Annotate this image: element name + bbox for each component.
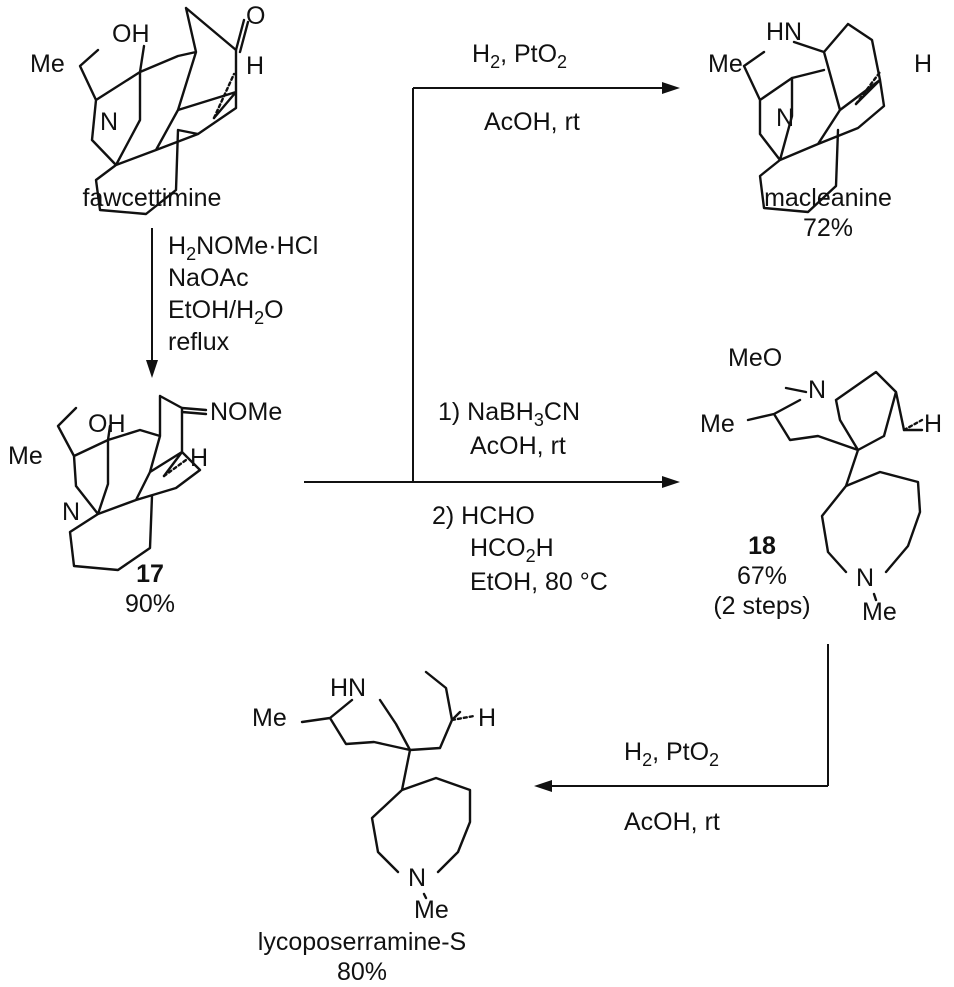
lycoposerramine-yield: 80% — [337, 958, 387, 986]
c17-oh-label: OH — [88, 410, 126, 438]
fawcettimine-h-label: H — [246, 52, 264, 80]
compound-18-structure: MeO N Me H N Me — [700, 344, 942, 626]
hydrogenation-top-reagents: H2, PtO2 AcOH, rt — [472, 40, 580, 136]
compound-18-yield: 67% — [737, 562, 787, 590]
fawcettimine-oh-label: OH — [112, 20, 150, 48]
compound-17-structure: OH Me NOMe H N — [8, 394, 282, 572]
svg-text:H2NOMe·HCl: H2NOMe·HCl — [168, 232, 318, 264]
c18-meo-label: MeO — [728, 344, 782, 372]
svg-text:AcOH, rt: AcOH, rt — [470, 432, 566, 460]
fawcettimine-structure: OH Me O H N — [30, 2, 265, 216]
compound-18-steps: (2 steps) — [713, 592, 810, 620]
macleanine-structure: HN Me H N — [708, 18, 932, 214]
svg-text:2) HCHO: 2) HCHO — [432, 502, 535, 530]
oxime-reagents: H2NOMe·HCl NaOAc EtOH/H2O reflux — [168, 232, 318, 356]
lycoposerramine-name: lycoposerramine-S — [258, 928, 466, 956]
lycoposerramine-hn-label: HN — [330, 674, 366, 702]
lycoposerramine-me-label: Me — [252, 704, 287, 732]
compound-18-number: 18 — [748, 532, 776, 560]
svg-text:EtOH/H2O: EtOH/H2O — [168, 296, 284, 328]
fawcettimine-o-label: O — [246, 2, 265, 30]
compound-17-number: 17 — [136, 560, 164, 588]
c17-me-label: Me — [8, 442, 43, 470]
arrow-to-17 — [146, 228, 158, 378]
svg-text:AcOH, rt: AcOH, rt — [624, 808, 720, 836]
reduction-reagents: 1) NaBH3CN AcOH, rt 2) HCHO HCO2H EtOH, … — [432, 398, 608, 596]
svg-text:HCO2H: HCO2H — [470, 534, 554, 566]
lycoposerramine-h-label: H — [478, 704, 496, 732]
svg-text:AcOH, rt: AcOH, rt — [484, 108, 580, 136]
macleanine-h-label: H — [914, 50, 932, 78]
c18-n2-label: N — [856, 564, 874, 592]
lycoposerramine-n-label: N — [408, 864, 426, 892]
arrow-to-lycoposerramine — [534, 644, 829, 792]
lycoposerramine-structure: HN Me H N Me — [252, 670, 496, 924]
c17-h-label: H — [190, 444, 208, 472]
macleanine-hn-label: HN — [766, 18, 802, 46]
fawcettimine-me-label: Me — [30, 50, 65, 78]
svg-text:EtOH, 80 °C: EtOH, 80 °C — [470, 568, 608, 596]
c18-h-label: H — [924, 410, 942, 438]
fawcettimine-name: fawcettimine — [83, 184, 222, 212]
c18-me-label: Me — [700, 410, 735, 438]
macleanine-yield: 72% — [803, 214, 853, 242]
c18-nme-label: Me — [862, 598, 897, 626]
c18-n1-label: N — [808, 376, 826, 404]
lycoposerramine-nme-label: Me — [414, 896, 449, 924]
macleanine-name: macleanine — [764, 184, 892, 212]
svg-text:1) NaBH3CN: 1) NaBH3CN — [438, 398, 580, 430]
svg-text:H2, PtO2: H2, PtO2 — [624, 738, 719, 770]
fawcettimine-n-label: N — [100, 108, 118, 136]
c17-n-label: N — [62, 498, 80, 526]
svg-text:NaOAc: NaOAc — [168, 264, 249, 292]
hydrogenation-bottom-reagents: H2, PtO2 AcOH, rt — [624, 738, 720, 836]
branch-arrows — [304, 82, 680, 488]
compound-17-yield: 90% — [125, 590, 175, 618]
c17-nome-label: NOMe — [210, 398, 282, 426]
svg-text:reflux: reflux — [168, 328, 230, 356]
macleanine-n-label: N — [776, 104, 794, 132]
svg-text:H2, PtO2: H2, PtO2 — [472, 40, 567, 72]
macleanine-me-label: Me — [708, 50, 743, 78]
